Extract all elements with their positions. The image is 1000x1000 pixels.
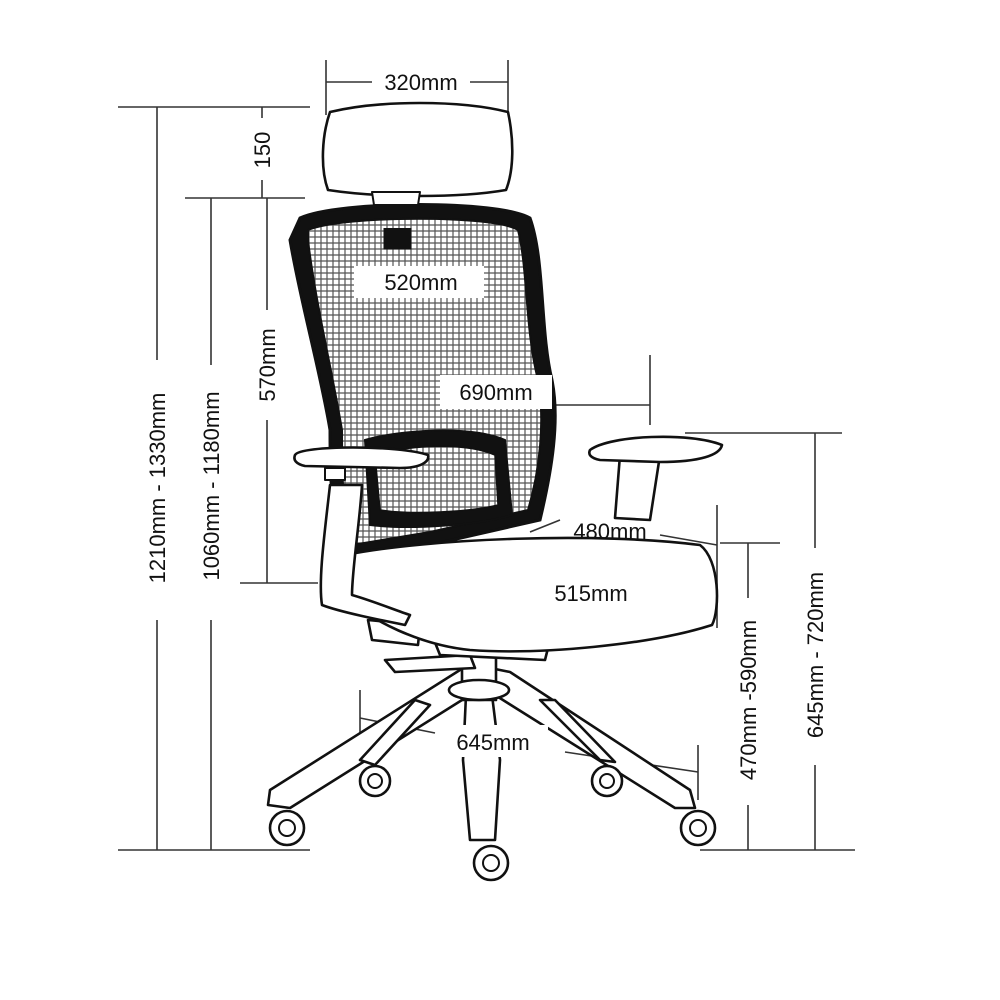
armrest-left-post [319,483,412,627]
headrest-width-label: 320mm [384,70,457,95]
depth-690-label: 690mm [459,380,532,405]
overall-height-label: 1210mm - 1330mm [145,393,170,584]
backrest-top-height-label: 1060mm - 1180mm [199,391,224,580]
backrest-width-label: 520mm [384,270,457,295]
seat-width-label: 515mm [554,581,627,606]
armrest-left-pad [293,446,430,470]
headrest-post [371,191,421,206]
headrest-mount [383,228,412,250]
dimension-labels: 320mm 520mm 690mm 480mm 515mm 645mm 1210… [145,70,828,780]
seat-depth-line-right [659,534,718,546]
seat-height-label: 470mm -590mm [736,620,761,780]
caster-front [472,844,510,882]
base-diameter-label: 645mm [456,730,529,755]
caster-right-back [590,764,624,798]
caster-right-front [679,809,717,847]
caster-left-front [268,809,306,847]
headrest [321,101,514,198]
base-hub [447,678,511,702]
armrest-right-post [613,453,662,522]
chair-casters [268,764,717,882]
headrest-height-label: 150 [250,132,275,169]
seat-depth-label: 480mm [573,519,646,544]
base-leg-front [461,693,502,842]
armrest-right-pad [588,435,724,464]
tilt-lever [383,653,477,674]
base-leg-back-right [538,698,617,764]
chair-illustration [266,101,724,882]
backrest-height-label: 570mm [255,328,280,401]
armrest-height-label: 645mm - 720mm [803,572,828,738]
caster-left-back [358,764,392,798]
seat-depth-line-left [529,519,561,533]
armrest-left-button [324,467,346,481]
